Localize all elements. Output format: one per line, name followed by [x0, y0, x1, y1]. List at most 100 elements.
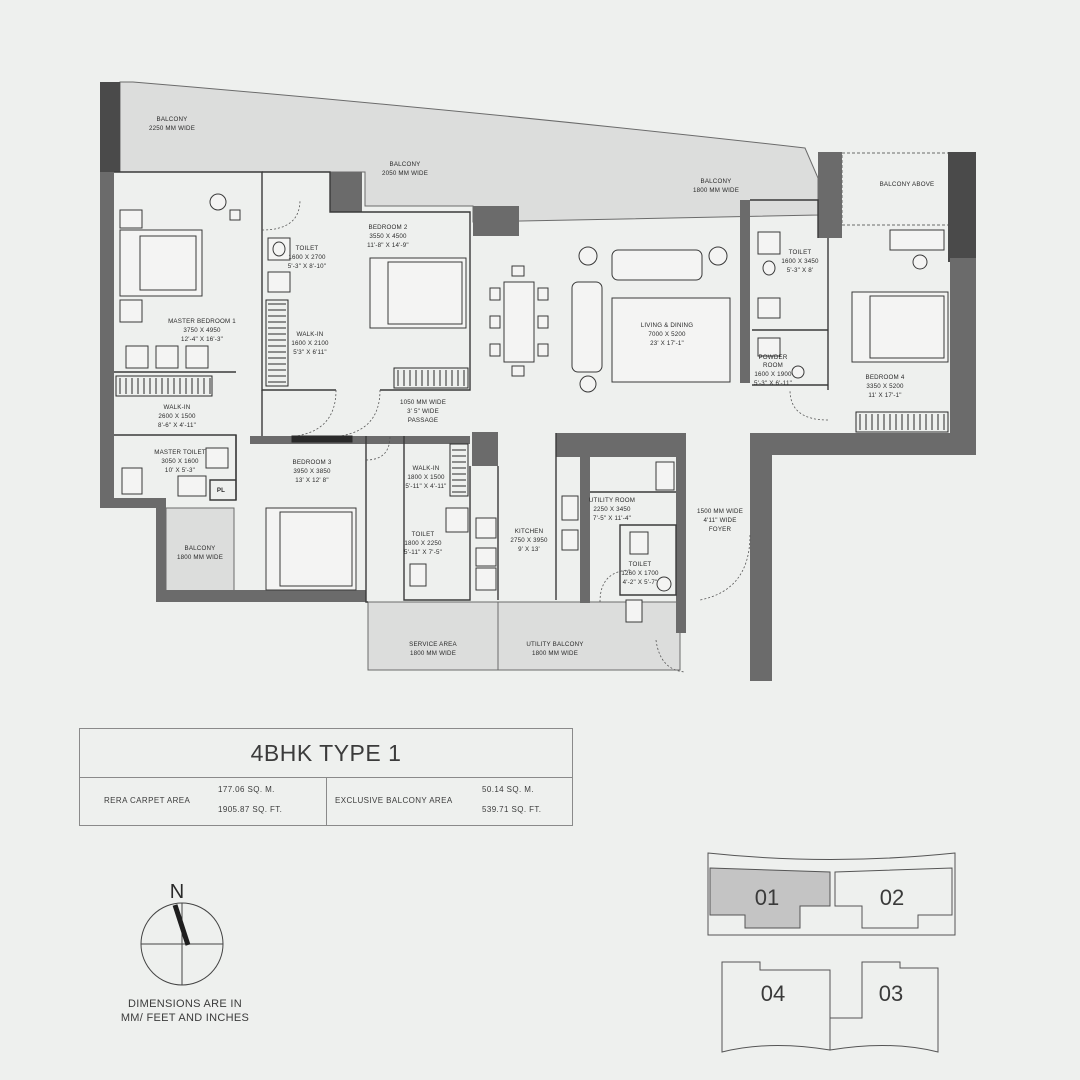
- svg-text:13' X 12' 8": 13' X 12' 8": [295, 477, 328, 484]
- svg-text:2250 X 3450: 2250 X 3450: [593, 506, 631, 513]
- balconies: [119, 81, 951, 671]
- pl-label: PL: [217, 487, 225, 494]
- key-label-03: 03: [879, 981, 903, 1006]
- svg-text:4'11" WIDE: 4'11" WIDE: [703, 517, 736, 524]
- rera-area-sqm: 177.06 SQ. M.: [218, 785, 275, 794]
- key-unit-02: [834, 867, 953, 929]
- key-label-04: 04: [761, 981, 785, 1006]
- svg-text:5'-11" X 4'-11": 5'-11" X 4'-11": [405, 483, 446, 490]
- rera-area-sqft: 1905.87 SQ. FT.: [218, 805, 283, 814]
- walkin-3-label: WALK-IN: [413, 465, 440, 472]
- svg-text:5'3" X 6'11": 5'3" X 6'11": [293, 349, 326, 356]
- balcony-bottom-label: BALCONY: [185, 545, 216, 552]
- rera-area-label: RERA CARPET AREA: [104, 796, 191, 805]
- svg-text:1600 X 2700: 1600 X 2700: [288, 254, 326, 261]
- svg-text:1600 X 3450: 1600 X 3450: [781, 258, 819, 265]
- master-bedroom-label: MASTER BEDROOM 1: [168, 318, 236, 325]
- walkin-1-label: WALK-IN: [297, 331, 324, 338]
- key-unit-03: [829, 961, 939, 1053]
- svg-text:7000 X 5200: 7000 X 5200: [648, 331, 686, 338]
- svg-text:3950 X 3850: 3950 X 3850: [293, 468, 331, 475]
- utility-room-label: UTILITY ROOM: [589, 497, 635, 504]
- dimensions-note-line2: MM/ FEET AND INCHES: [120, 1012, 250, 1024]
- bedroom-3-label: BEDROOM 3: [293, 459, 332, 466]
- service-area: [367, 601, 499, 671]
- bedroom-4-label: BEDROOM 4: [866, 374, 905, 381]
- key-label-02: 02: [880, 885, 904, 910]
- balcony-top: [119, 81, 819, 223]
- furniture: [119, 209, 949, 591]
- svg-text:3050 X 1600: 3050 X 1600: [161, 458, 199, 465]
- balcony-mid-label: BALCONY: [390, 161, 421, 168]
- svg-text:3350 X 5200: 3350 X 5200: [866, 383, 904, 390]
- rug: [611, 297, 731, 383]
- svg-text:1600 X 1900: 1600 X 1900: [754, 371, 792, 378]
- svg-text:4'-2" X 5'-7": 4'-2" X 5'-7": [623, 579, 658, 586]
- dimensions-note: DIMENSIONS ARE IN MM/ FEET AND INCHES: [100, 997, 270, 1025]
- balcony-area-cell: EXCLUSIVE BALCONY AREA 50.14 SQ. M. 539.…: [327, 777, 573, 826]
- dimensions-note-line1: DIMENSIONS ARE IN: [128, 998, 242, 1010]
- svg-text:1800 MM WIDE: 1800 MM WIDE: [532, 650, 578, 657]
- toilet-1-label: TOILET: [296, 245, 319, 252]
- wardrobes: [115, 299, 949, 497]
- svg-text:2250 MM WIDE: 2250 MM WIDE: [149, 125, 195, 132]
- room-labels: BALCONY 2250 MM WIDE BALCONY 2050 MM WID…: [149, 116, 934, 657]
- master-toilet-label: MASTER TOILET: [154, 449, 206, 456]
- chairs-and-plants: [209, 193, 928, 393]
- sanitary: [121, 231, 805, 623]
- balcony-right-label: BALCONY: [701, 178, 732, 185]
- walkin-master-label: WALK-IN: [164, 404, 191, 411]
- svg-text:1800 X 1500: 1800 X 1500: [407, 474, 445, 481]
- dining-table: [503, 281, 535, 363]
- balcony-above-label: BALCONY ABOVE: [880, 181, 935, 188]
- toilet-4-label: TOILET: [789, 249, 812, 256]
- svg-text:12'-4" X 16'-3": 12'-4" X 16'-3": [181, 336, 223, 343]
- area-table: 4BHK TYPE 1 RERA CARPET AREA 177.06 SQ. …: [79, 728, 573, 826]
- svg-text:11' X 17'-1": 11' X 17'-1": [868, 392, 901, 399]
- svg-text:1600 X 2100: 1600 X 2100: [291, 340, 329, 347]
- compass: N: [140, 881, 224, 986]
- svg-text:23' X 17'-1": 23' X 17'-1": [650, 340, 684, 347]
- powder-room-label: POWDER: [758, 354, 787, 361]
- svg-text:11'-8" X 14'-9": 11'-8" X 14'-9": [367, 242, 409, 249]
- svg-text:7'-5" X 11'-4": 7'-5" X 11'-4": [593, 515, 631, 522]
- balcony-area-label: EXCLUSIVE BALCONY AREA: [335, 796, 453, 805]
- balcony-above-outline: [841, 152, 951, 226]
- balcony-top-left-label: BALCONY: [157, 116, 188, 123]
- key-label-01: 01: [755, 885, 779, 910]
- key-plan: 01 02 04 03: [707, 852, 956, 1053]
- svg-text:5'-3" X 6'-11": 5'-3" X 6'-11": [754, 380, 792, 387]
- key-unit-01: [709, 867, 831, 929]
- svg-text:1800 MM WIDE: 1800 MM WIDE: [410, 650, 456, 657]
- utility-balcony: [497, 601, 681, 671]
- svg-text:FOYER: FOYER: [709, 526, 732, 533]
- balcony-area-sqft: 539.71 SQ. FT.: [482, 805, 542, 814]
- utility-balcony-label: UTILITY BALCONY: [526, 641, 583, 648]
- sofa-top: [611, 249, 703, 281]
- kitchen-label: KITCHEN: [515, 528, 544, 535]
- service-area-label: SERVICE AREA: [409, 641, 457, 648]
- toilet-utility-label: TOILET: [629, 561, 652, 568]
- north-label: N: [170, 881, 184, 903]
- toilet-3-label: TOILET: [412, 531, 435, 538]
- svg-text:1260 X 1700: 1260 X 1700: [621, 570, 659, 577]
- balcony-bottom-left: [165, 507, 235, 602]
- partitions: [114, 171, 829, 603]
- living-dining-label: LIVING & DINING: [641, 322, 694, 329]
- svg-text:8'-6" X 4'-11": 8'-6" X 4'-11": [158, 422, 196, 429]
- svg-text:3750 X 4950: 3750 X 4950: [183, 327, 221, 334]
- svg-text:2600 X 1500: 2600 X 1500: [158, 413, 196, 420]
- balcony-area-sqm: 50.14 SQ. M.: [482, 785, 534, 794]
- svg-text:9' X 13': 9' X 13': [518, 546, 540, 553]
- foyer-label: 1500 MM WIDE: [697, 508, 743, 515]
- bedroom-2-label: BEDROOM 2: [369, 224, 408, 231]
- svg-text:PASSAGE: PASSAGE: [408, 417, 439, 424]
- svg-text:10' X 5'-3": 10' X 5'-3": [165, 467, 195, 474]
- key-unit-04: [721, 961, 831, 1053]
- svg-text:3550 X 4500: 3550 X 4500: [369, 233, 407, 240]
- svg-text:2750 X 3950: 2750 X 3950: [510, 537, 548, 544]
- sofa-left: [571, 281, 603, 373]
- svg-text:5'-11" X 7'-5": 5'-11" X 7'-5": [404, 549, 442, 556]
- walls: [100, 82, 976, 681]
